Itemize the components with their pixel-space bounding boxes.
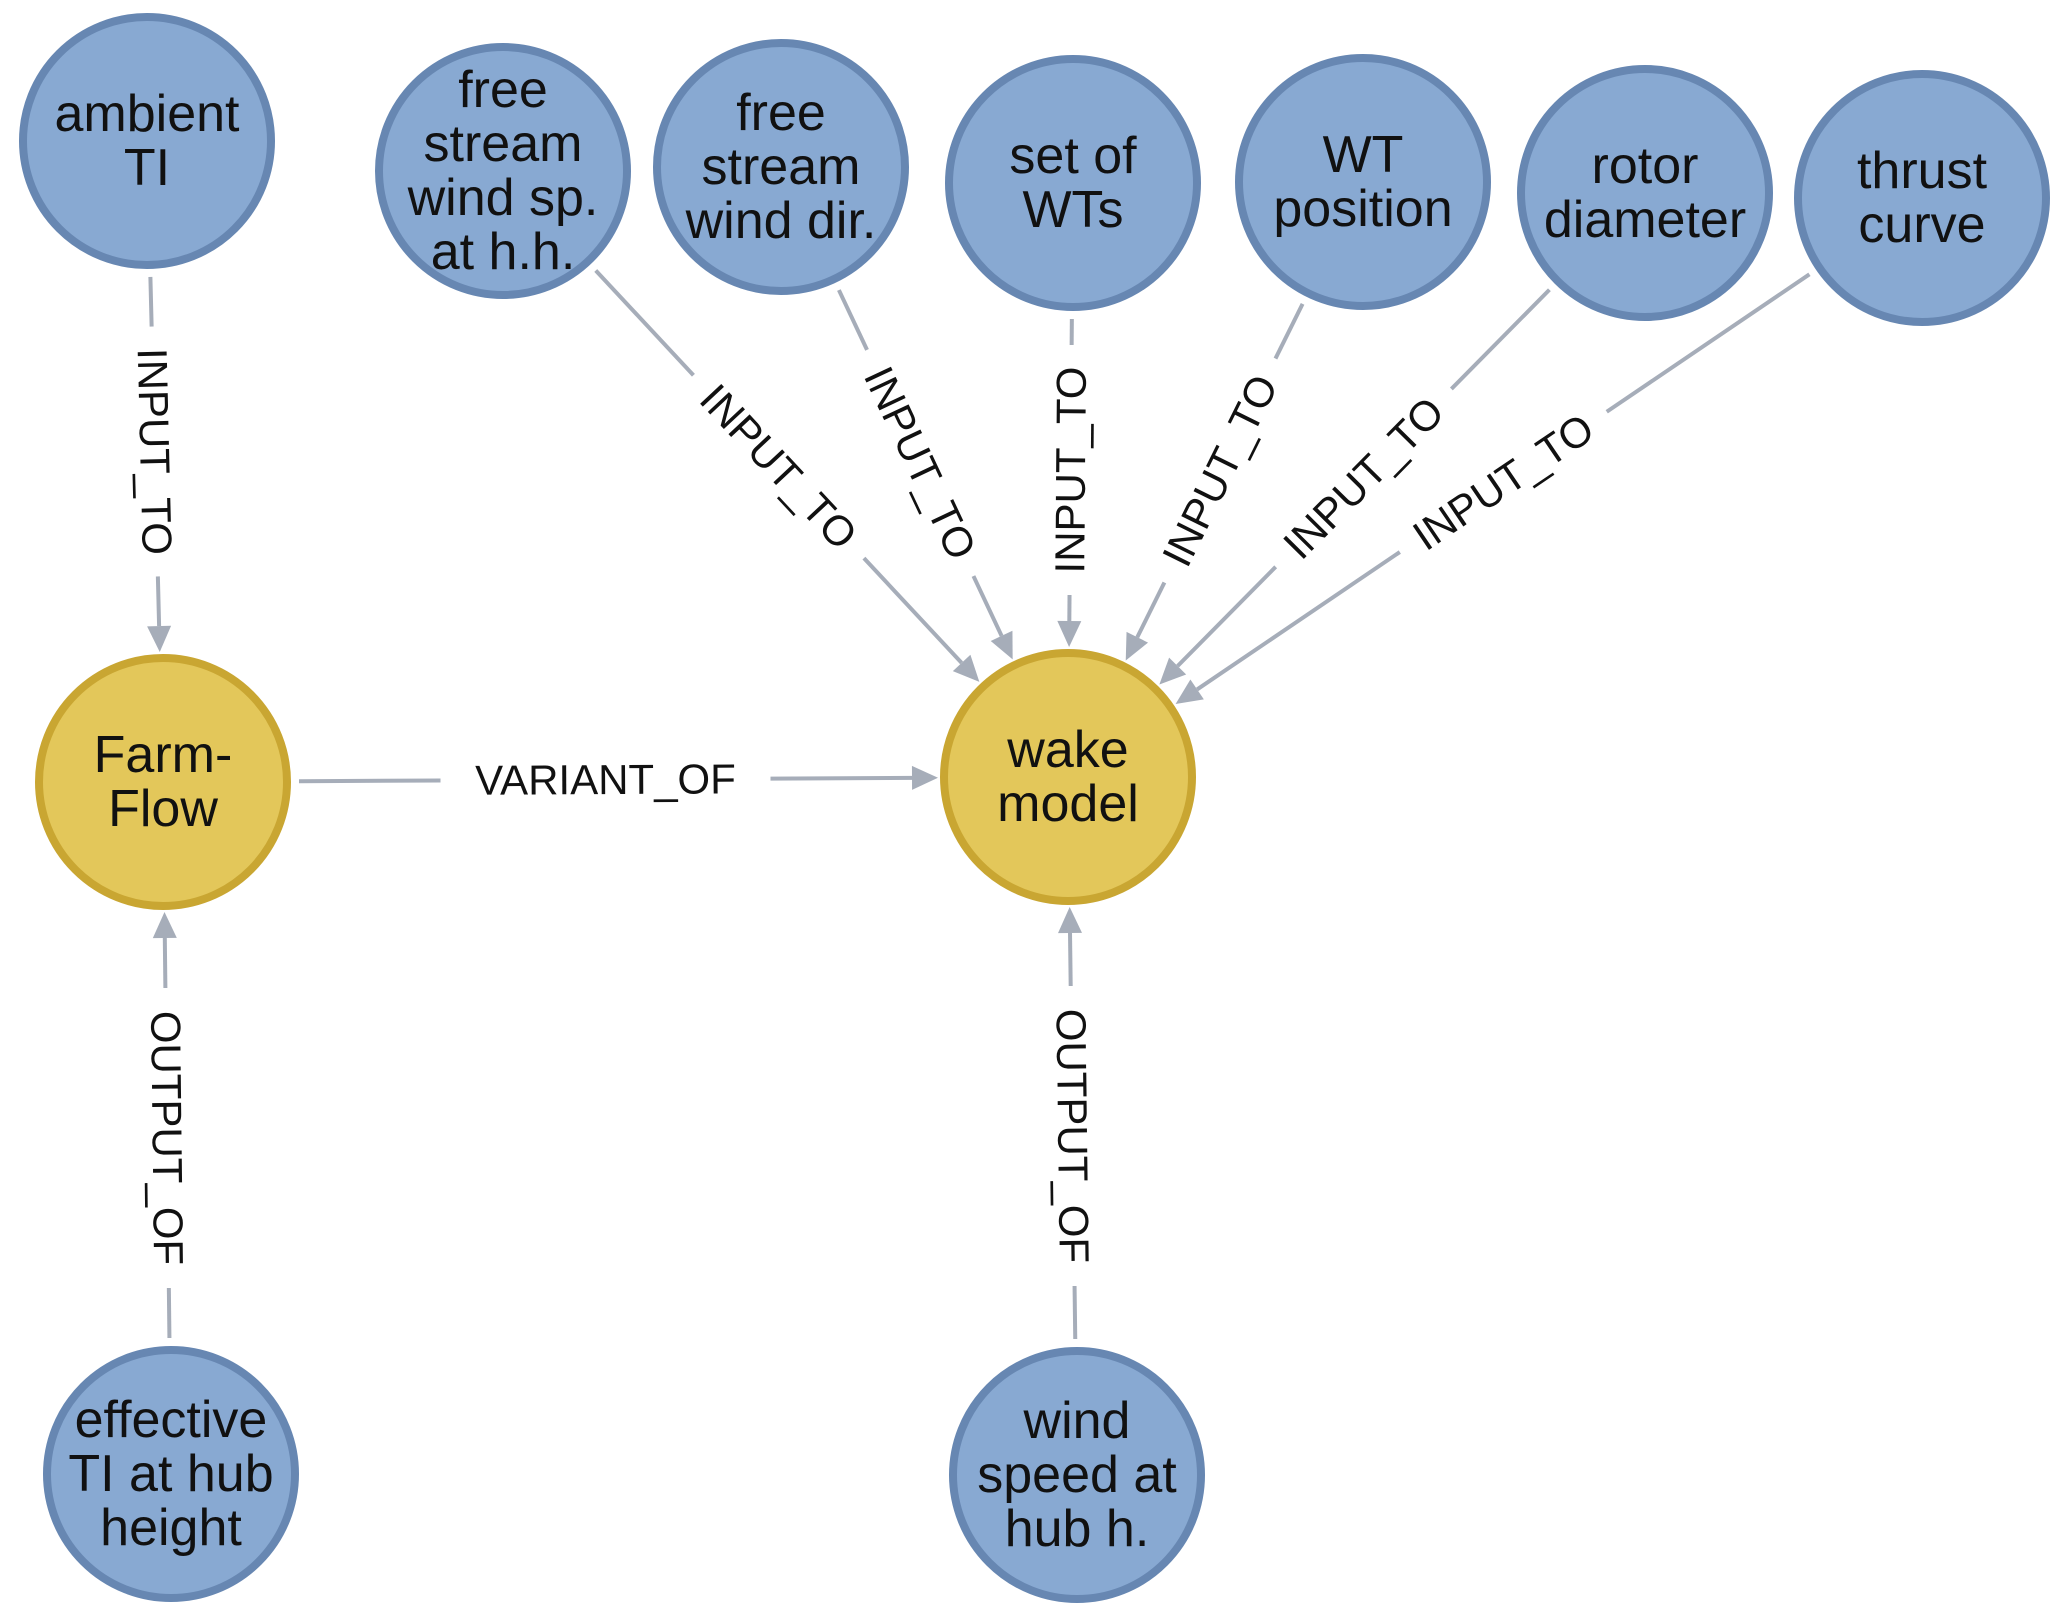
edge-line-segment bbox=[155, 576, 162, 627]
edge-label: OUTPUT_OF bbox=[142, 1011, 192, 1266]
node-circle bbox=[945, 55, 1201, 311]
node-label-line: wind bbox=[1023, 1392, 1131, 1450]
edge-line-segment bbox=[166, 1287, 172, 1339]
node-label-line: WTs bbox=[1022, 181, 1123, 239]
node-label-line: free bbox=[458, 61, 548, 119]
node-circle bbox=[949, 1347, 1205, 1603]
node-label-line: set of bbox=[1009, 127, 1137, 185]
edge-wind_speed_hub-to-wake_model: OUTPUT_OF bbox=[1047, 906, 1098, 1340]
edge-label: INPUT_TO bbox=[1153, 367, 1287, 573]
node-label-line: WT bbox=[1323, 126, 1404, 184]
edge-line-segment bbox=[837, 289, 869, 351]
edge-line-segment bbox=[1135, 581, 1167, 639]
arrowhead-icon bbox=[952, 654, 980, 682]
node-label-line: curve bbox=[1858, 196, 1985, 254]
edge-effective_ti-to-farm_flow: OUTPUT_OF bbox=[142, 911, 192, 1339]
node-circle bbox=[375, 43, 631, 299]
edge-thrust_curve-to-wake_model: INPUT_TO bbox=[1175, 272, 1811, 705]
edge-line-segment bbox=[1072, 1285, 1078, 1340]
node-label-line: thrust bbox=[1857, 142, 1988, 200]
node-label-line: TI bbox=[124, 139, 170, 197]
arrowhead-icon bbox=[147, 625, 172, 653]
edge-line-segment bbox=[971, 575, 1004, 637]
node-circle bbox=[43, 1346, 299, 1602]
edge-line-segment bbox=[1605, 272, 1811, 414]
node-label-line: wind dir. bbox=[685, 192, 877, 250]
edge-line-segment bbox=[1176, 565, 1278, 668]
arrowhead-icon bbox=[1175, 679, 1204, 705]
node-label-line: speed at bbox=[977, 1446, 1177, 1504]
node-label-line: rotor bbox=[1592, 137, 1699, 195]
edge-label: VARIANT_OF bbox=[475, 755, 736, 803]
node-label-line: effective bbox=[75, 1391, 268, 1449]
node-circle bbox=[940, 649, 1196, 905]
node-circle bbox=[1794, 70, 2050, 326]
edge-label: INPUT_TO bbox=[691, 375, 866, 558]
node-label-line: diameter bbox=[1544, 191, 1746, 249]
node-label-line: at h.h. bbox=[431, 223, 576, 281]
edge-line-segment bbox=[148, 276, 154, 327]
edge-label: INPUT_TO bbox=[1046, 366, 1095, 573]
node-label-line: wind sp. bbox=[407, 169, 599, 227]
node-label-line: model bbox=[997, 775, 1139, 833]
edge-label: OUTPUT_OF bbox=[1047, 1009, 1097, 1264]
node-circle bbox=[653, 39, 909, 295]
edge-line-segment bbox=[1273, 302, 1305, 360]
edge-set_of_wts-to-wake_model: INPUT_TO bbox=[1046, 318, 1095, 648]
arrowhead-icon bbox=[1057, 620, 1082, 648]
node-label-line: ambient bbox=[55, 85, 241, 143]
node-label-line: free bbox=[736, 84, 826, 142]
node-label-line: stream bbox=[424, 115, 583, 173]
node-circle bbox=[35, 654, 291, 910]
arrowhead-icon bbox=[911, 765, 939, 790]
edge-line-segment bbox=[594, 269, 695, 377]
edge-wt_position-to-wake_model: INPUT_TO bbox=[1125, 302, 1305, 661]
node-label-line: wake bbox=[1006, 721, 1128, 779]
arrowhead-icon bbox=[1125, 631, 1149, 661]
node-label-line: Flow bbox=[108, 780, 218, 838]
edge-line-segment bbox=[162, 937, 168, 989]
arrowhead-icon bbox=[1159, 657, 1187, 685]
edge-line-segment bbox=[298, 778, 441, 784]
arrowhead-icon bbox=[1058, 906, 1083, 934]
edge-free_stream_wd-to-wake_model: INPUT_TO bbox=[837, 289, 1013, 660]
edge-line-segment bbox=[862, 556, 964, 665]
edge-line-segment bbox=[1195, 550, 1401, 692]
node-circle bbox=[19, 13, 275, 269]
node-label-line: height bbox=[100, 1499, 242, 1557]
node-label-line: TI at hub bbox=[68, 1445, 273, 1503]
node-label-line: hub h. bbox=[1005, 1500, 1150, 1558]
node-circle bbox=[1517, 65, 1773, 321]
node-label-line: Farm- bbox=[94, 726, 233, 784]
node-label-line: stream bbox=[702, 138, 861, 196]
node-circle bbox=[1235, 54, 1491, 310]
edge-farm_flow-to-wake_model: VARIANT_OF bbox=[298, 755, 939, 804]
arrowhead-icon bbox=[990, 630, 1013, 660]
node-farm-flow[interactable]: Farm-Flow bbox=[35, 654, 291, 910]
edge-line-segment bbox=[1449, 288, 1551, 391]
edge-label: INPUT_TO bbox=[129, 347, 181, 555]
arrowhead-icon bbox=[152, 911, 177, 939]
node-label-line: position bbox=[1273, 180, 1452, 238]
edge-label: INPUT_TO bbox=[855, 359, 986, 566]
edge-line-segment bbox=[1068, 932, 1073, 987]
edge-ambient_ti-to-farm_flow: INPUT_TO bbox=[129, 276, 181, 653]
edge-line-segment bbox=[770, 775, 913, 781]
